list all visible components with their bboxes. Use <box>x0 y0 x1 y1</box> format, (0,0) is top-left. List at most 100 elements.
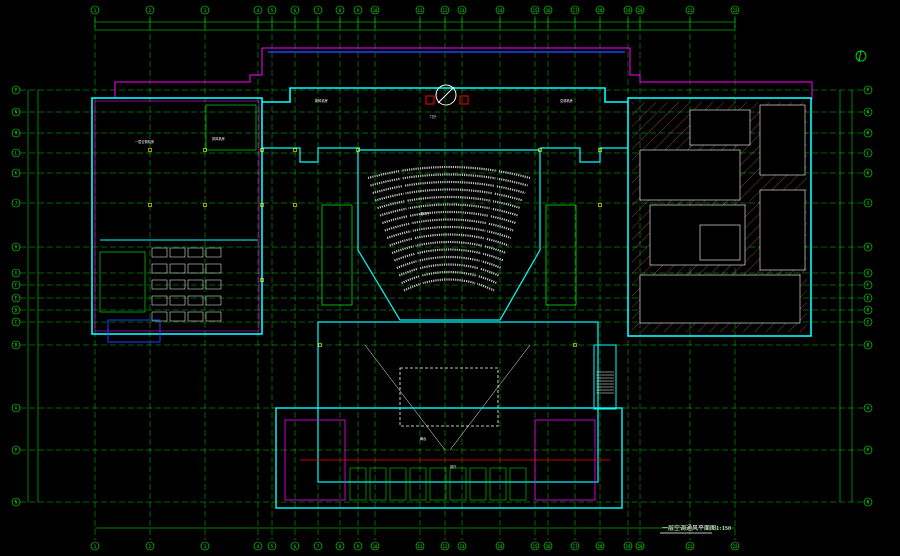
axis-bubble-top <box>623 5 633 15</box>
left-machine-room <box>205 104 257 151</box>
axis-bubble-left <box>11 340 21 350</box>
axis-label-bottom: 8 <box>339 544 342 549</box>
fan-unit-right <box>459 95 469 105</box>
aisle-right <box>472 169 499 301</box>
room-note: 门厅 <box>430 114 437 119</box>
axis-label-top: 17 <box>573 8 578 13</box>
seat-row <box>398 263 500 277</box>
axis-bubble-top <box>313 5 323 15</box>
equipment-unit <box>187 247 204 258</box>
axis-label-right: D <box>867 308 870 313</box>
axis-bubble-top <box>595 5 605 15</box>
axis-bubble-bottom <box>290 541 300 551</box>
axis-label-left: G <box>15 271 18 276</box>
axis-label-left: C <box>15 320 18 325</box>
column-marker <box>356 148 360 152</box>
axis-label-bottom: 19 <box>626 544 631 549</box>
axis-label-top: 10 <box>373 8 378 13</box>
interior-core <box>699 224 741 261</box>
axis-label-top: 18 <box>598 8 603 13</box>
left-hall-wall <box>91 97 263 335</box>
axis-label-top: 11 <box>418 8 423 13</box>
axis-label-left: N <box>15 500 18 505</box>
stage-block-wall <box>317 321 599 483</box>
axis-bubble-right <box>863 403 873 413</box>
axis-bubble-bottom <box>457 541 467 551</box>
axis-bubble-right <box>863 317 873 327</box>
axis-label-top: 9 <box>357 8 360 13</box>
rear-block-wall <box>275 407 623 509</box>
axis-label-left: A <box>15 406 18 411</box>
axis-bubble-bottom <box>595 541 605 551</box>
seat-row <box>379 203 519 217</box>
axis-label-left: J <box>15 201 17 206</box>
axis-bubble-left <box>11 128 21 138</box>
axis-label-bottom: 9 <box>357 544 360 549</box>
axis-bubble-bottom <box>635 541 645 551</box>
axis-bubble-top <box>457 5 467 15</box>
axis-bubble-top <box>543 5 553 15</box>
column-marker <box>538 148 542 152</box>
axis-bubble-right <box>863 107 873 117</box>
fan-circle <box>435 84 457 106</box>
axis-bubble-bottom <box>145 541 155 551</box>
axis-label-bottom: 11 <box>418 544 423 549</box>
fan-unit-left <box>425 95 435 105</box>
axis-label-top: 15 <box>533 8 538 13</box>
duct-riser-right <box>545 204 577 306</box>
north-arrow-icon <box>855 49 867 63</box>
seat-row <box>374 188 524 202</box>
seat-row <box>372 180 526 195</box>
axis-bubble-left <box>11 107 21 117</box>
axis-bubble-bottom <box>730 541 740 551</box>
axis-bubble-top <box>145 5 155 15</box>
axis-bubble-bottom <box>495 541 505 551</box>
axis-bubble-right <box>863 168 873 178</box>
rear-cell <box>469 467 487 501</box>
axis-label-right: M <box>867 131 870 136</box>
room-note: 排风机房 <box>212 136 225 141</box>
column-marker <box>148 148 152 152</box>
axis-bubble-right <box>863 340 873 350</box>
axis-label-top: 20 <box>638 8 643 13</box>
equipment-unit <box>169 295 186 306</box>
axis-label-top: 1 <box>94 8 97 13</box>
axis-bubble-top <box>253 5 263 15</box>
axis-bubble-right <box>863 148 873 158</box>
interior-room <box>649 204 746 266</box>
room-note: 一层空调机房 <box>135 139 154 144</box>
axis-label-right: A <box>867 406 870 411</box>
rear-cell <box>349 467 367 501</box>
axis-bubble-left <box>11 317 21 327</box>
axis-label-top: 5 <box>271 8 274 13</box>
axis-label-bottom: 16 <box>546 544 551 549</box>
axis-bubble-left <box>11 148 21 158</box>
stair-right <box>593 344 617 410</box>
seat-row <box>403 278 495 292</box>
axis-bubble-bottom <box>253 541 263 551</box>
axis-label-right: B <box>867 343 870 348</box>
axis-bubble-right <box>863 445 873 455</box>
column-marker <box>293 148 297 152</box>
equipment-unit <box>151 247 168 258</box>
interior-room <box>689 109 751 146</box>
rear-cell <box>389 467 407 501</box>
axis-label-left: P <box>15 448 18 453</box>
fan-blade <box>437 86 455 104</box>
rear-cell <box>509 467 527 501</box>
axis-bubble-top <box>267 5 277 15</box>
axis-label-bottom: 3 <box>204 544 207 549</box>
axis-bubble-top <box>290 5 300 15</box>
column-marker <box>318 343 322 347</box>
axis-bubble-right <box>863 280 873 290</box>
duct-riser-left <box>321 204 353 306</box>
axis-bubble-left <box>11 168 21 178</box>
axis-bubble-right <box>863 198 873 208</box>
seat-row <box>367 165 531 180</box>
axis-bubble-right <box>863 128 873 138</box>
seat-row <box>386 225 512 240</box>
axis-bubble-left <box>11 403 21 413</box>
column-marker <box>260 148 264 152</box>
axis-bubble-top <box>495 5 505 15</box>
